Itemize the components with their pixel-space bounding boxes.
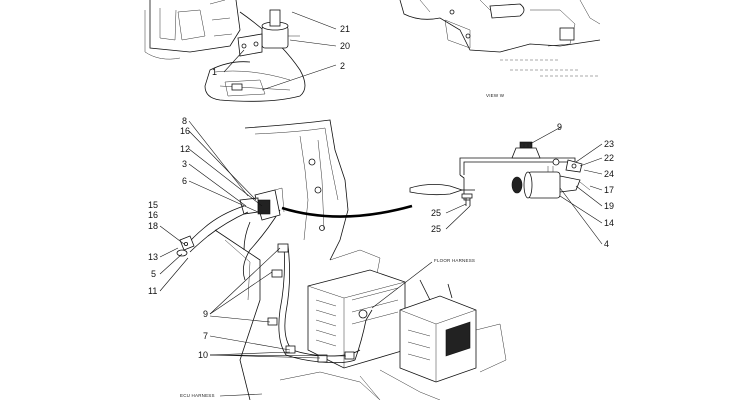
callout-10: 10: [198, 350, 208, 360]
callout-2: 2: [340, 61, 345, 71]
callout-15: 15: [148, 200, 158, 210]
callout-9: 9: [203, 309, 208, 319]
main-assembly: [176, 119, 507, 400]
callout-20: 20: [340, 41, 350, 51]
callout-11: 11: [148, 286, 157, 296]
callout-16-left: 16: [148, 210, 158, 220]
callout-23: 23: [604, 139, 614, 149]
callout-19: 19: [604, 201, 614, 211]
callout-3: 3: [182, 159, 187, 169]
leader-lines: [159, 11, 603, 397]
callout-numbers: 21 20 1 2 8 16 12 3 6 15 16 18 13 5 11 9…: [148, 24, 614, 360]
ecu-harness-label: ECU HARNESS: [180, 393, 215, 398]
view-w-label: VIEW W: [486, 93, 505, 98]
callout-21: 21: [340, 24, 350, 34]
top-left-assembly: [144, 0, 306, 102]
callout-9-detail: 9: [557, 122, 562, 132]
callout-25-lower: 25: [431, 224, 441, 234]
callout-1: 1: [212, 67, 217, 77]
callout-17: 17: [604, 185, 614, 195]
callout-24: 24: [604, 169, 614, 179]
detail-reference-line: [281, 204, 413, 218]
callout-7: 7: [203, 331, 208, 341]
callout-6: 6: [182, 176, 187, 186]
callout-18: 18: [148, 221, 158, 231]
callout-25-upper: 25: [431, 208, 441, 218]
callout-8: 8: [182, 116, 187, 126]
callout-12: 12: [180, 144, 190, 154]
floor-harness-label: FLOOR HARNESS: [434, 258, 475, 263]
callout-14: 14: [604, 218, 614, 228]
top-right-view: VIEW W: [399, 0, 601, 98]
callout-5: 5: [151, 269, 156, 279]
callout-22: 22: [604, 153, 614, 163]
callout-13: 13: [148, 252, 158, 262]
callout-4: 4: [604, 239, 609, 249]
callout-16: 16: [180, 126, 190, 136]
right-detail: [409, 141, 591, 206]
